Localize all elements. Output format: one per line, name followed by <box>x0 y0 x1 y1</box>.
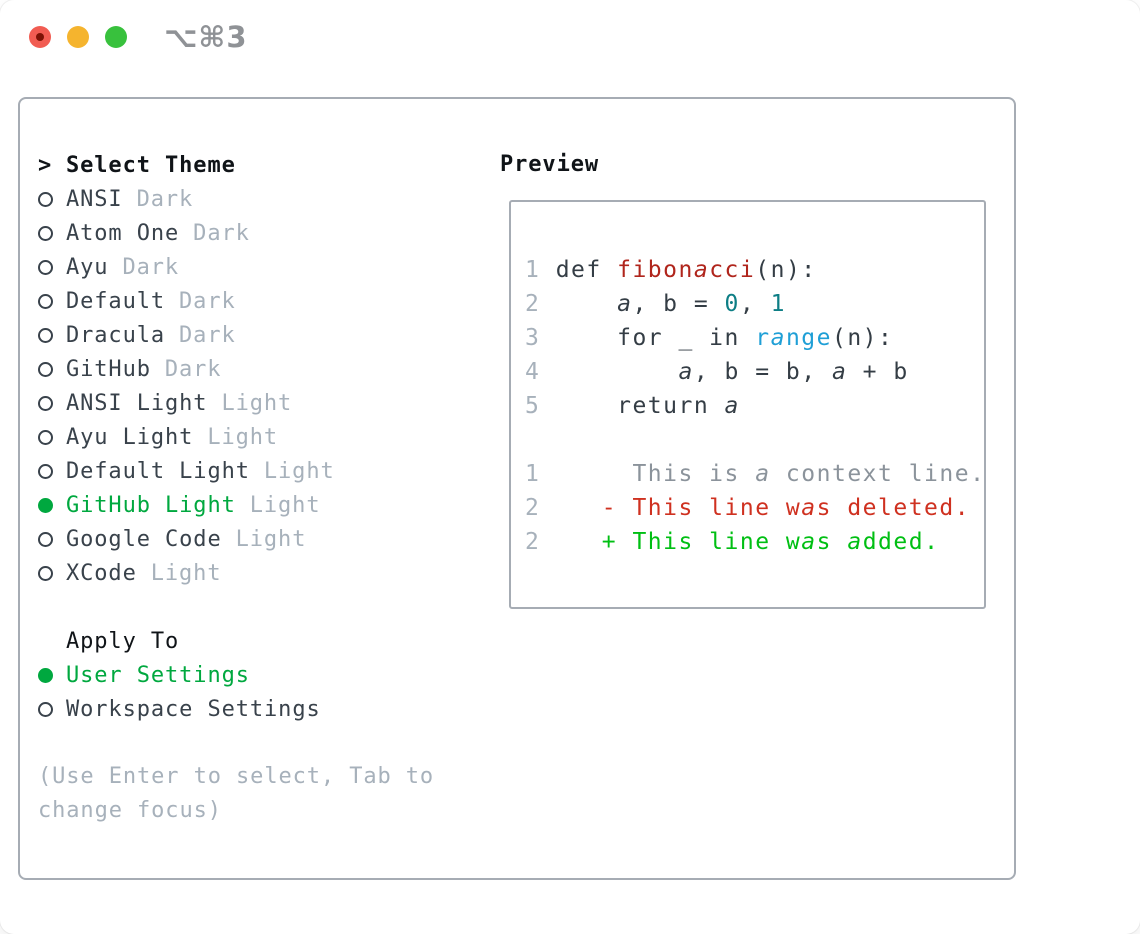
preview-code-line: 2 - This line was deleted. <box>525 495 971 521</box>
preview-code-line: 2 a, b = 0, 1 <box>525 291 786 317</box>
theme-variant-badge: Light <box>150 560 222 586</box>
radio-icon <box>38 327 53 343</box>
theme-option-label: Ayu <box>66 254 109 280</box>
theme-option-label: XCode <box>66 560 137 586</box>
preview-code-line: 1 def fibonacci(n): <box>525 257 817 283</box>
apply-option-workspace-settings[interactable]: Workspace Settings <box>38 692 321 726</box>
theme-variant-badge: Light <box>207 424 279 450</box>
theme-option-label: Default <box>66 288 166 314</box>
preview-code-line: 3 for _ in range(n): <box>525 325 894 351</box>
theme-option-default[interactable]: Default Dark <box>38 284 335 318</box>
theme-option-label: GitHub <box>66 356 151 382</box>
radio-icon <box>38 293 53 309</box>
preview-code-line: 4 a, b = b, a + b <box>525 359 909 385</box>
theme-option-label: ANSI Light <box>66 390 208 416</box>
radio-icon <box>38 463 53 479</box>
theme-variant-badge: Dark <box>136 186 194 212</box>
close-button[interactable] <box>29 26 51 48</box>
preview-code: 1 def fibonacci(n): 2 a, b = 0, 1 3 for _ … <box>525 253 986 559</box>
theme-variant-badge: Light <box>235 526 307 552</box>
apply-option-user-settings[interactable]: User Settings <box>38 658 321 692</box>
radio-icon <box>38 259 53 275</box>
preview-code-line <box>525 423 984 457</box>
theme-variant-badge: Light <box>249 492 321 518</box>
theme-option-github[interactable]: GitHub Dark <box>38 352 335 386</box>
radio-selected-icon <box>38 667 53 683</box>
zoom-button[interactable] <box>105 26 127 48</box>
theme-option-label: GitHub Light <box>66 492 236 518</box>
theme-option-label: Dracula <box>66 322 166 348</box>
preview-pane: 1 def fibonacci(n): 2 a, b = 0, 1 3 for _ … <box>509 200 986 609</box>
radio-icon <box>38 225 53 241</box>
radio-icon <box>38 191 53 207</box>
radio-icon <box>38 565 53 581</box>
radio-icon <box>38 361 53 377</box>
theme-variant-badge: Light <box>221 390 293 416</box>
theme-list-header: > Select Theme <box>38 148 335 182</box>
apply-option-label: Workspace Settings <box>66 696 321 722</box>
theme-variant-badge: Dark <box>179 288 236 314</box>
apply-option-label: User Settings <box>66 662 250 688</box>
theme-option-ayu[interactable]: Ayu Dark <box>38 250 335 284</box>
apply-to-header: Apply To <box>38 624 321 658</box>
preview-title: Preview <box>500 152 600 177</box>
minimize-button[interactable] <box>67 26 89 48</box>
preview-code-line: 1 This is a context line. <box>525 461 986 487</box>
theme-option-github-light[interactable]: GitHub Light Light <box>38 488 335 522</box>
theme-variant-badge: Dark <box>193 220 250 246</box>
theme-option-dracula[interactable]: Dracula Dark <box>38 318 335 352</box>
theme-option-label: Atom One <box>66 220 180 246</box>
theme-option-ansi-light[interactable]: ANSI Light Light <box>38 386 335 420</box>
theme-variant-badge: Dark <box>179 322 236 348</box>
radio-selected-icon <box>38 497 53 513</box>
radio-icon <box>38 395 53 411</box>
theme-option-label: Default Light <box>66 458 250 484</box>
close-dot-icon <box>36 33 44 41</box>
theme-variant-badge: Dark <box>164 356 222 382</box>
theme-option-label: Ayu Light <box>66 424 194 450</box>
keyboard-shortcut-label: ⌥⌘3 <box>164 20 248 54</box>
theme-option-ansi[interactable]: ANSI Dark <box>38 182 335 216</box>
preview-code-line: 5 return a <box>525 393 740 419</box>
theme-variant-badge: Light <box>263 458 335 484</box>
theme-list-title: Select Theme <box>66 152 236 178</box>
theme-option-default-light[interactable]: Default Light Light <box>38 454 335 488</box>
radio-icon <box>38 429 53 445</box>
theme-option-label: Google Code <box>66 526 222 552</box>
theme-variant-badge: Dark <box>122 254 180 280</box>
theme-option-xcode[interactable]: XCode Light <box>38 556 335 590</box>
radio-icon <box>38 531 53 547</box>
radio-icon <box>38 701 53 717</box>
preview-code-line: 2 + This line was added. <box>525 529 940 555</box>
theme-option-atom-one[interactable]: Atom One Dark <box>38 216 335 250</box>
keyboard-hint-text: (Use Enter to select, Tab to change focu… <box>38 764 435 823</box>
prompt-icon: > <box>38 152 53 178</box>
theme-option-label: ANSI <box>66 186 123 212</box>
title-bar: ⌥⌘3 <box>0 0 1140 74</box>
theme-option-google-code[interactable]: Google Code Light <box>38 522 335 556</box>
theme-option-ayu-light[interactable]: Ayu Light Light <box>38 420 335 454</box>
apply-to-title: Apply To <box>66 628 180 654</box>
